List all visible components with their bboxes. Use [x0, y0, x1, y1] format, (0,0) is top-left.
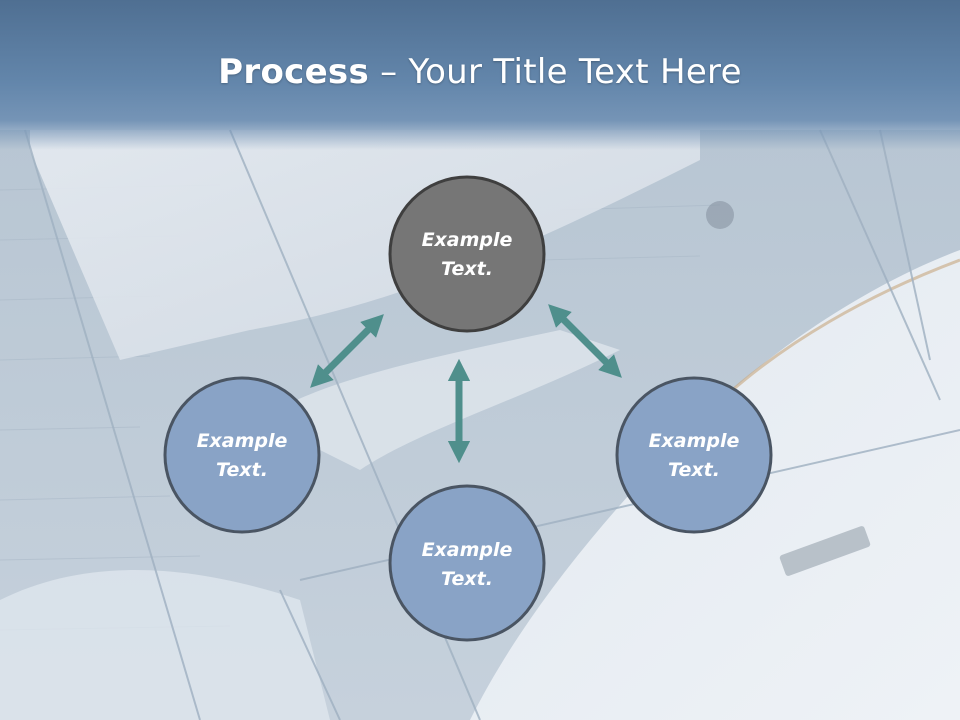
node-top-line2: Text.: [441, 258, 493, 280]
node-right: Example Text.: [615, 376, 773, 534]
node-bottom-line2: Text.: [441, 568, 493, 590]
slide-title: Process – Your Title Text Here: [0, 52, 960, 92]
node-right-line2: Text.: [668, 459, 720, 481]
node-top-line1: Example: [422, 229, 513, 251]
node-left: Example Text.: [163, 376, 321, 534]
title-dash: –: [369, 52, 409, 92]
arrow-top-left: [310, 314, 384, 388]
title-bold: Process: [218, 52, 370, 92]
node-left-line2: Text.: [216, 459, 268, 481]
title-band: [0, 0, 960, 150]
title-rest: Your Title Text Here: [408, 52, 742, 92]
node-bottom-line1: Example: [422, 539, 513, 561]
node-left-line1: Example: [197, 430, 288, 452]
node-right-line1: Example: [649, 430, 740, 452]
node-top: Example Text.: [388, 175, 546, 333]
node-bottom: Example Text.: [388, 484, 546, 642]
arrow-top-right: [548, 304, 622, 378]
